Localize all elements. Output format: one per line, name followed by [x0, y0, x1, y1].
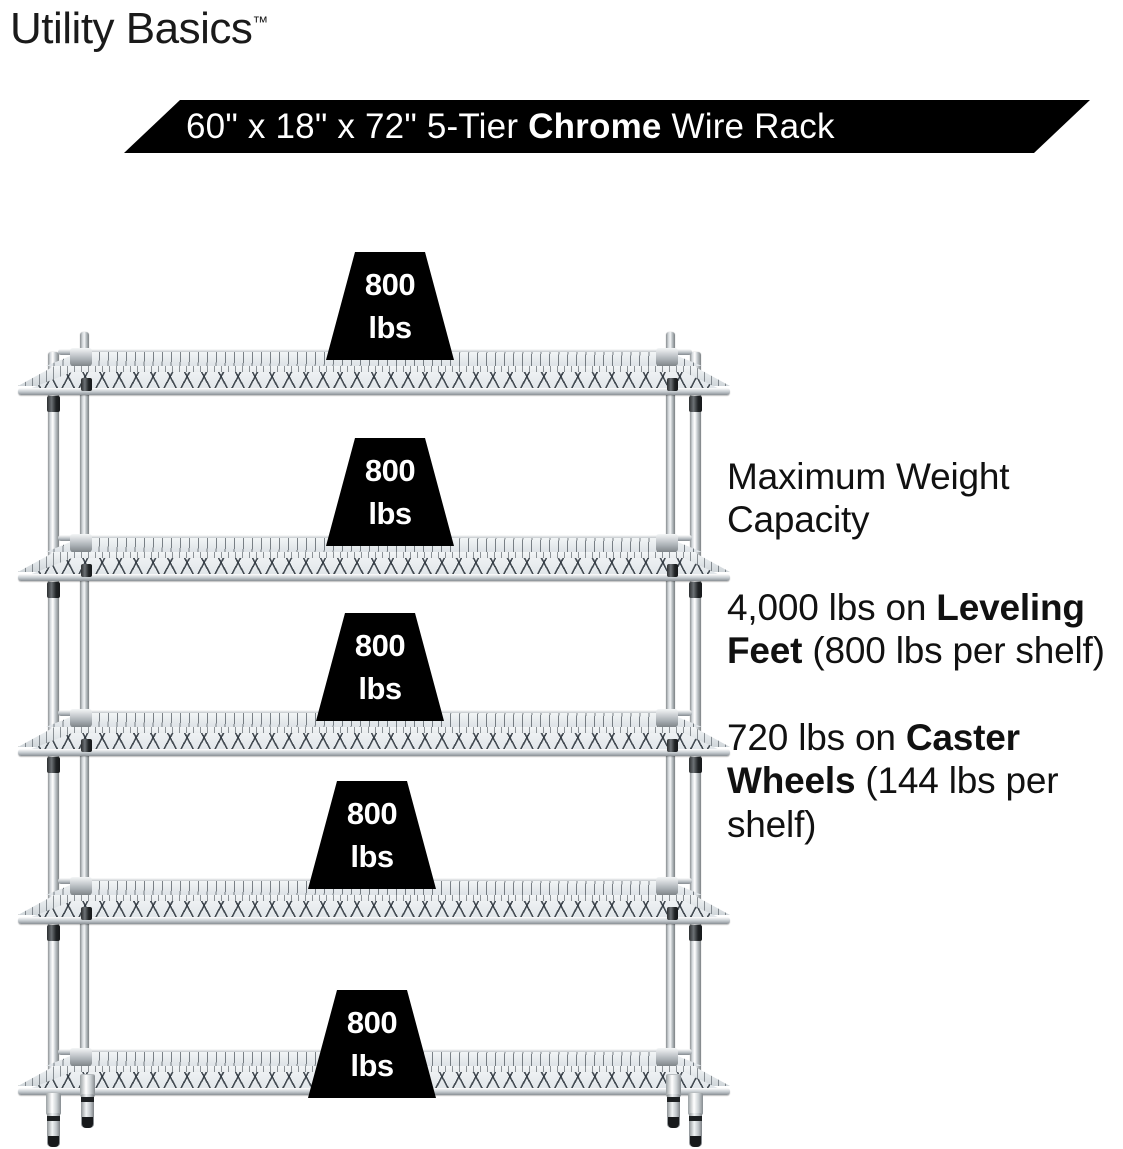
badge-unit: lbs — [368, 496, 412, 531]
rack-post-rear-left — [80, 332, 89, 1074]
badge-value: 800 — [346, 796, 398, 831]
badge-value: 800 — [354, 628, 406, 663]
caster-tail: (144 lbs per shelf) — [727, 760, 1059, 845]
foot-sleeve — [46, 1092, 61, 1115]
rack-post-rear-right — [666, 332, 675, 1074]
leveling-foot-rear-left — [81, 1094, 94, 1128]
caster-lead: 720 lbs on — [727, 717, 906, 759]
capacity-badge-tier-4: 800 lbs — [308, 781, 436, 889]
shelf-corner-left — [70, 877, 92, 895]
shelf-tier-2 — [18, 534, 730, 594]
shelf-truss-band — [24, 901, 724, 920]
post-collar — [689, 396, 702, 412]
capacity-heading: Maximum Weight Capacity — [727, 456, 1010, 541]
shelf-corner-right — [656, 534, 678, 552]
shelf-tier-4 — [18, 877, 730, 937]
capacity-copy-block: Maximum Weight Capacity 4,000 lbs on Lev… — [727, 455, 1123, 846]
wire-rack-illustration: 800 lbs 800 lbs 800 lbs 800 lbs 800 lbs — [18, 252, 730, 1149]
post-collar — [81, 739, 92, 752]
shelf-corner-right — [656, 1048, 678, 1066]
capacity-badge-tier-2: 800 lbs — [326, 438, 454, 546]
badge-unit: lbs — [358, 671, 402, 706]
leveling-tail: (800 lbs per shelf) — [802, 629, 1105, 671]
badge-unit: lbs — [350, 839, 394, 874]
shelf-truss-band — [24, 372, 724, 391]
post-collar — [667, 564, 678, 577]
shelf-truss-band — [24, 733, 724, 752]
badge-value: 800 — [364, 453, 416, 488]
caster-emphasis: Caster Wheels — [727, 717, 1020, 802]
brand-logo: Utility Basics™ — [10, 4, 268, 54]
shelf-corner-left — [70, 1048, 92, 1066]
shelf-front-rail — [18, 574, 730, 581]
shelf-truss-band — [24, 558, 724, 577]
capacity-badge-tier-1: 800 lbs — [326, 252, 454, 360]
post-collar — [667, 739, 678, 752]
capacity-paragraph-leveling-feet: 4,000 lbs on Leveling Feet (800 lbs per … — [727, 586, 1123, 673]
shelf-corner-right — [656, 877, 678, 895]
leveling-lead: 4,000 lbs on — [727, 586, 937, 628]
post-collar — [47, 396, 60, 412]
shelf-corner-right — [656, 709, 678, 727]
badge-unit: lbs — [368, 310, 412, 345]
badge-value: 800 — [346, 1005, 398, 1040]
post-collar — [47, 757, 60, 773]
post-collar — [47, 582, 60, 598]
shelf-corner-left — [70, 534, 92, 552]
shelf-front-rail — [18, 388, 730, 395]
capacity-paragraph-caster-wheels: 720 lbs on Caster Wheels (144 lbs per sh… — [727, 716, 1123, 846]
product-title-text: 60" x 18" x 72" 5-Tier Chrome Wire Rack — [186, 107, 835, 147]
title-emphasis: Chrome — [528, 106, 662, 146]
shelf-corner-left — [70, 709, 92, 727]
brand-name: Utility Basics — [10, 4, 253, 53]
leveling-foot-rear-right — [667, 1094, 680, 1128]
post-collar — [667, 907, 678, 920]
capacity-badge-tier-3: 800 lbs — [316, 613, 444, 721]
leveling-foot-front-left — [47, 1113, 60, 1147]
shelf-corner-left — [70, 348, 92, 366]
foot-sleeve — [688, 1092, 703, 1115]
shelf-corner-right — [656, 348, 678, 366]
post-collar — [81, 564, 92, 577]
shelf-tier-3 — [18, 709, 730, 769]
leveling-emphasis: Leveling Feet — [727, 586, 1085, 671]
foot-sleeve — [80, 1074, 95, 1097]
post-collar — [689, 757, 702, 773]
capacity-badge-tier-5: 800 lbs — [308, 990, 436, 1098]
post-collar — [47, 925, 60, 941]
product-title-banner: 60" x 18" x 72" 5-Tier Chrome Wire Rack — [124, 100, 1090, 153]
leveling-foot-front-right — [689, 1113, 702, 1147]
badge-unit: lbs — [350, 1048, 394, 1083]
post-collar — [689, 582, 702, 598]
post-collar — [689, 925, 702, 941]
badge-value: 800 — [364, 267, 416, 302]
post-collar — [667, 378, 678, 391]
shelf-front-rail — [18, 917, 730, 924]
post-collar — [81, 378, 92, 391]
post-collar — [81, 907, 92, 920]
trademark-symbol: ™ — [252, 14, 269, 32]
title-prefix: 60" x 18" x 72" 5-Tier — [186, 106, 529, 146]
shelf-tier-1 — [18, 348, 730, 408]
foot-sleeve — [666, 1074, 681, 1097]
shelf-front-rail — [18, 749, 730, 756]
title-suffix: Wire Rack — [661, 106, 835, 146]
